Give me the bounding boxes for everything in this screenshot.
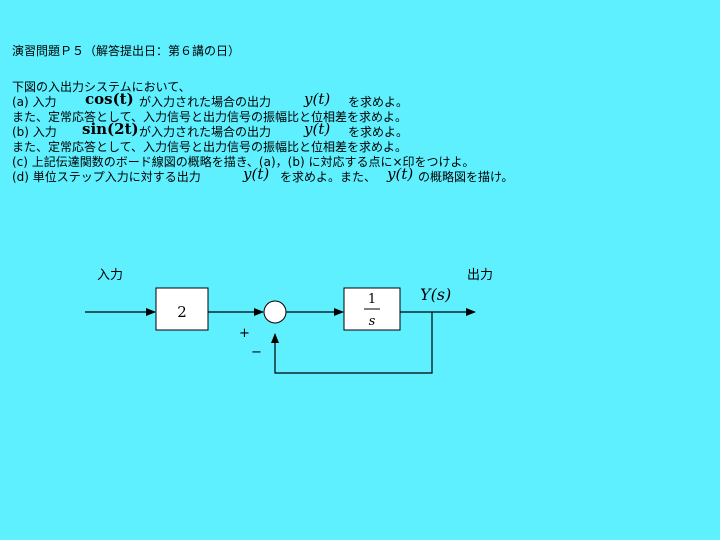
part-b-input-expr: sin(2t) <box>82 120 139 138</box>
feedback-path <box>271 312 433 374</box>
part-b-mid: が入力された場合の出力 <box>139 125 272 139</box>
output-label: 出力 <box>467 268 493 283</box>
part-d-prefix: (d) 単位ステップ入力に対する出力 <box>12 170 201 184</box>
tf-denominator: s <box>369 314 376 329</box>
gain-value: 2 <box>177 303 187 321</box>
problem-title-text: 演習問題Ｐ５（解答提出日：第６講の日） <box>12 44 241 58</box>
gain-block <box>155 287 209 331</box>
part-a-output-expr: y(t) <box>304 90 331 108</box>
part-d-output-expr-2: y(t) <box>387 165 414 183</box>
part-b-output-expr: y(t) <box>304 120 331 138</box>
part-d-mid: を求めよ。また、 <box>280 170 377 184</box>
input-label: 入力 <box>97 268 123 283</box>
tf-numerator: 1 <box>368 292 376 307</box>
summing-junction <box>263 300 287 324</box>
part-a-input-expr: cos(t) <box>85 90 134 108</box>
part-d-output-expr-1: y(t) <box>243 165 270 183</box>
part-c-text: (c) 上記伝達関数のボード線図の概略を描き、(a)，(b) に対応する点に×印… <box>12 155 475 169</box>
intro-text: 下図の入出力システムにおいて、 <box>12 80 191 94</box>
part-b-suffix: を求めよ。 <box>348 125 409 139</box>
plus-sign: + <box>239 326 250 341</box>
part-a-mid: が入力された場合の出力 <box>139 95 272 109</box>
part-b-steady-text: また、定常応答として、入力信号と出力信号の振幅比と位相差を求めよ。 <box>12 140 408 154</box>
part-d-suffix: の概略図を描け。 <box>418 170 514 184</box>
part-b-prefix: (b) 入力 <box>12 125 57 139</box>
part-a-prefix: (a) 入力 <box>12 95 57 109</box>
minus-sign: − <box>251 345 262 360</box>
part-a-steady-text: また、定常応答として、入力信号と出力信号の振幅比と位相差を求めよ。 <box>12 110 408 124</box>
output-signal-label: Y(s) <box>420 285 451 304</box>
part-a-suffix: を求めよ。 <box>348 95 409 109</box>
